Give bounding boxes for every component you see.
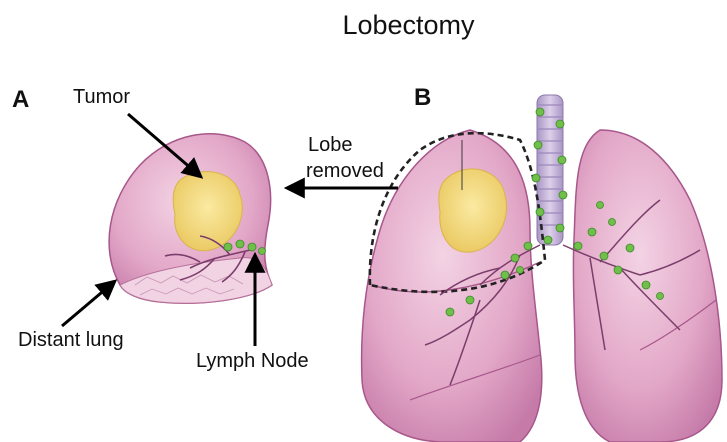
removed-lobe-illustration bbox=[109, 134, 272, 303]
distant-lung-arrow bbox=[62, 282, 114, 326]
lobe-removed-label-line2: removed bbox=[306, 160, 384, 183]
lungs-illustration bbox=[362, 95, 722, 442]
panel-label-a: A bbox=[12, 86, 29, 114]
tumor-label: Tumor bbox=[73, 86, 130, 109]
figure-title: Lobectomy bbox=[0, 10, 727, 41]
distant-lung-label: Distant lung bbox=[18, 329, 124, 352]
panel-label-b: B bbox=[414, 84, 431, 112]
lymph-node-label: Lymph Node bbox=[196, 350, 309, 373]
lobe-removed-label-line1: Lobe bbox=[308, 134, 353, 157]
